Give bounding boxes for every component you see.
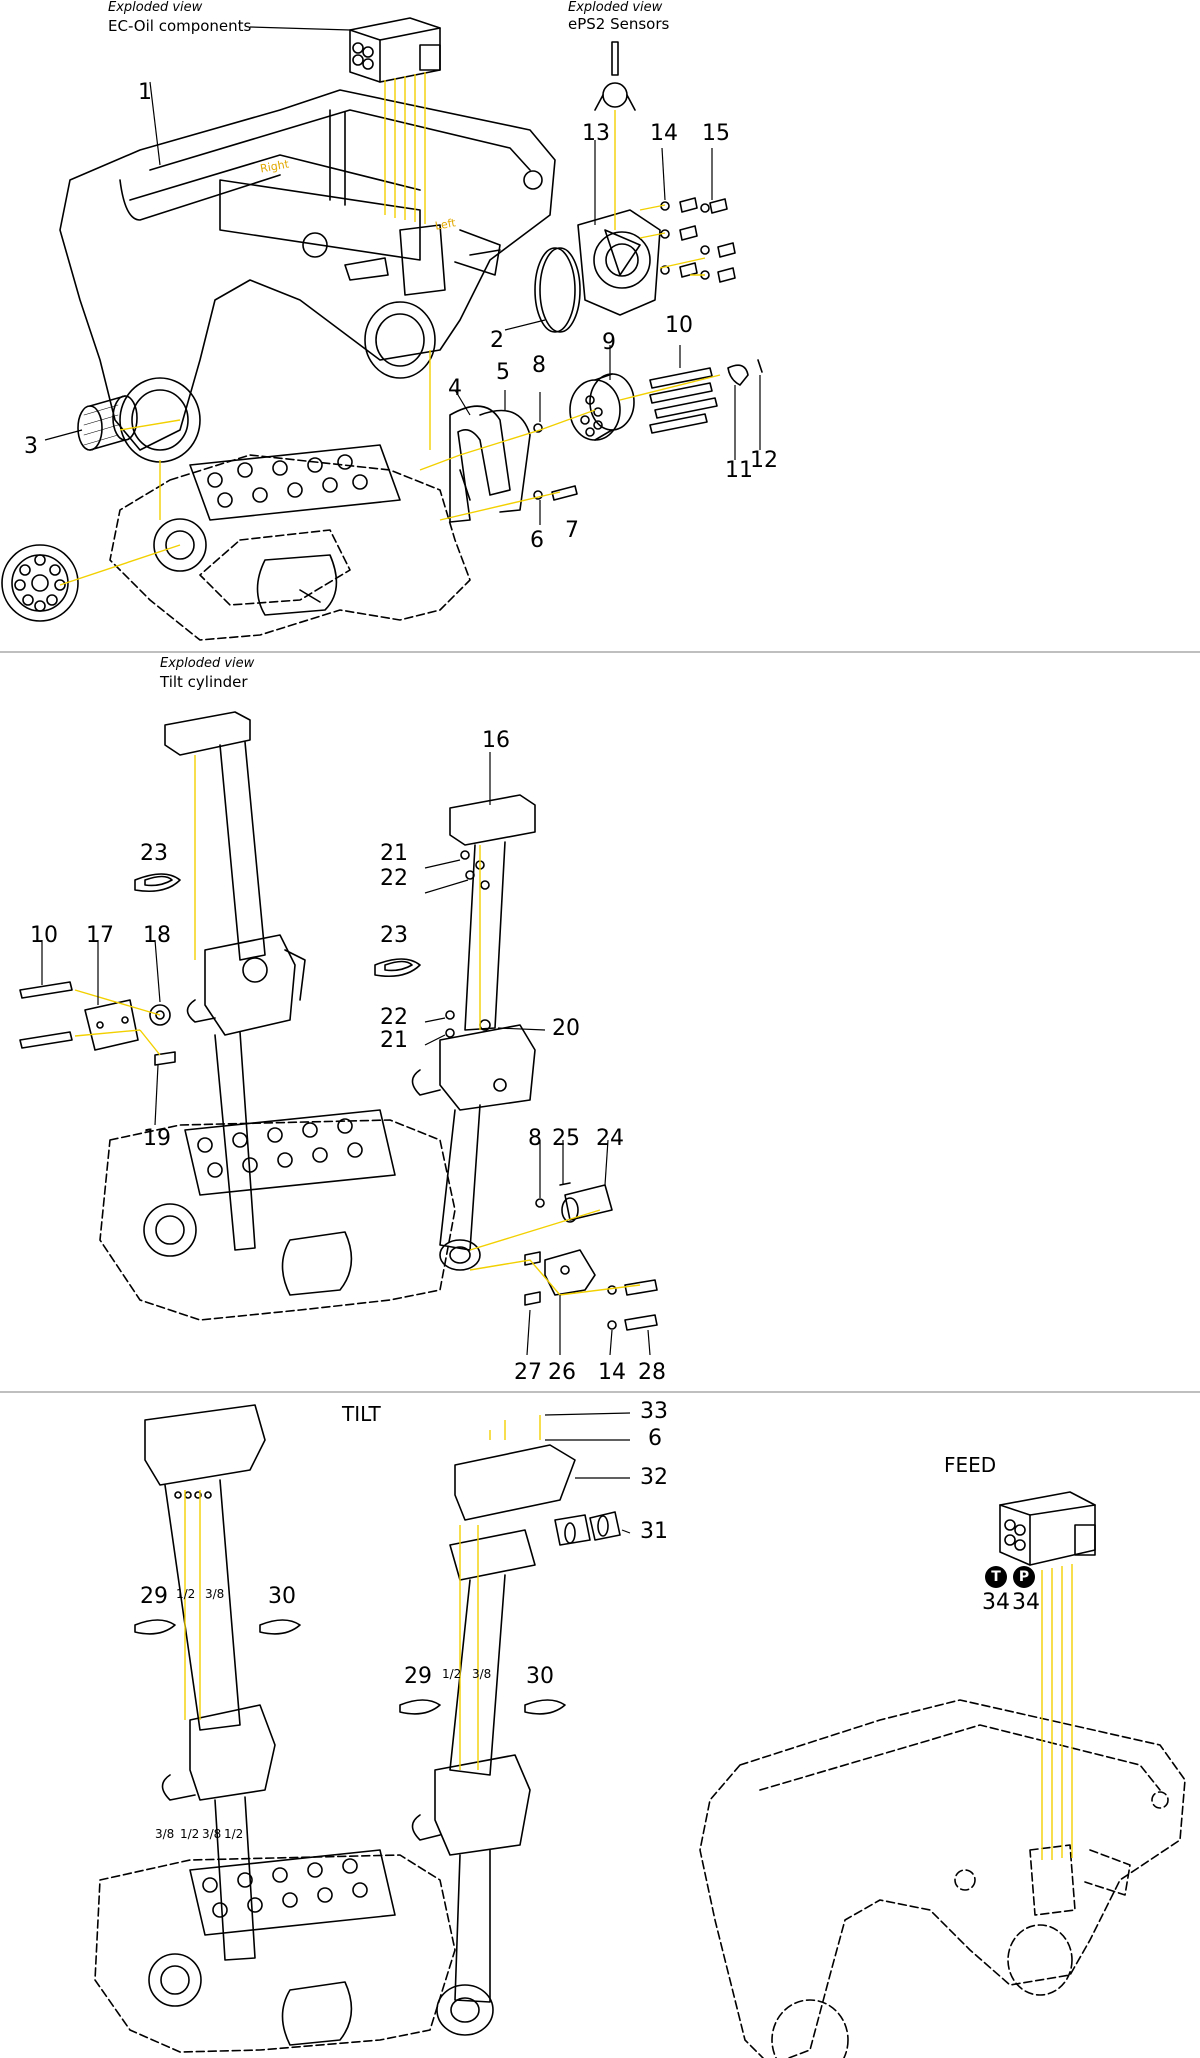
port-t-badge: T (985, 1566, 1007, 1588)
size-label-right-2: 3/8 (472, 1667, 492, 1681)
caption-eps2: ePS2 Sensors (568, 15, 670, 33)
ec-oil-module (349, 17, 441, 83)
valve-block-mid (99, 1119, 456, 1321)
caption-tilt-cylinder: Tilt cylinder (160, 673, 248, 691)
caption-exploded-view-3: Exploded view (160, 656, 255, 671)
callout-5: 5 (496, 360, 510, 385)
callout-32: 32 (640, 1465, 668, 1490)
callout-8-mid: 8 (528, 1126, 542, 1151)
callout-15: 15 (702, 121, 730, 146)
callout-33: 33 (640, 1399, 668, 1424)
callout-3: 3 (24, 434, 38, 459)
callout-8: 8 (532, 353, 546, 378)
bolts-10 (649, 367, 718, 434)
shackle (449, 405, 531, 523)
caption-ec-oil: EC-Oil components (108, 17, 252, 35)
callout-22-bottom: 22 (380, 1005, 408, 1030)
callout-23-left: 23 (140, 841, 168, 866)
eps2-sensor (594, 41, 636, 111)
callout-26: 26 (548, 1360, 576, 1385)
callout-4: 4 (448, 376, 462, 401)
callout-31: 31 (640, 1519, 668, 1544)
cover-plate-13 (577, 209, 661, 316)
bracket-17 (19, 981, 176, 1066)
size-label-block-1: 3/8 (155, 1827, 175, 1841)
callout-21-bottom: 21 (380, 1028, 408, 1053)
callout-6: 6 (530, 528, 544, 553)
section-title-tilt: TILT (342, 1402, 381, 1426)
callout-17: 17 (86, 923, 114, 948)
feed-bracket (699, 1699, 1186, 2058)
callout-20: 20 (552, 1016, 580, 1041)
caption-exploded-view-1: Exploded view (108, 0, 203, 15)
callout-14-mid: 14 (598, 1360, 626, 1385)
fasteners-row (660, 197, 736, 283)
callout-12: 12 (750, 448, 778, 473)
valve-block-top (109, 454, 471, 641)
gaskets-29-30 (134, 1619, 566, 1715)
section-title-feed: FEED (944, 1453, 997, 1477)
callout-29-right: 29 (404, 1664, 432, 1689)
tilt-right-bottom (411, 1444, 576, 2036)
callout-13: 13 (582, 121, 610, 146)
callout-10-mid: 10 (30, 923, 58, 948)
hub-9 (569, 373, 635, 441)
callout-24: 24 (596, 1126, 624, 1151)
caption-exploded-view-2: Exploded view (568, 0, 663, 15)
callout-14: 14 (650, 121, 678, 146)
callout-28: 28 (638, 1360, 666, 1385)
callout-27: 27 (514, 1360, 542, 1385)
callout-9: 9 (602, 330, 616, 355)
callout-29-left: 29 (140, 1584, 168, 1609)
main-bracket (59, 89, 556, 463)
callout-21-top: 21 (380, 841, 408, 866)
callout-34-p: 34 (1012, 1590, 1040, 1615)
valve-block-bottom-fittings (189, 1849, 396, 1936)
callout-22-top: 22 (380, 866, 408, 891)
coupling-31 (554, 1511, 621, 1546)
callout-10: 10 (665, 313, 693, 338)
callout-6-bottom: 6 (648, 1426, 662, 1451)
motor-disc (1, 544, 79, 622)
bushing (77, 395, 138, 451)
size-label-block-2: 1/2 (180, 1827, 200, 1841)
callout-25: 25 (552, 1126, 580, 1151)
callout-11: 11 (725, 458, 753, 483)
feed-module (999, 1491, 1096, 1566)
callout-34-t: 34 (982, 1590, 1010, 1615)
callout-30-right: 30 (526, 1664, 554, 1689)
size-label-block-4: 1/2 (224, 1827, 244, 1841)
callout-19: 19 (143, 1126, 171, 1151)
tilt-cylinder-left (164, 711, 306, 1251)
ring-2 (534, 247, 581, 333)
size-label-left-1: 1/2 (176, 1587, 196, 1601)
callout-2: 2 (490, 328, 504, 353)
callout-30-left: 30 (268, 1584, 296, 1609)
valve-block-bottom (94, 1854, 456, 2053)
callout-16: 16 (482, 728, 510, 753)
size-label-block-3: 3/8 (202, 1827, 222, 1841)
valve-block-mid-fittings (184, 1109, 396, 1196)
size-label-right-1: 1/2 (442, 1667, 462, 1681)
tilt-left-bottom (144, 1404, 276, 1961)
callout-7: 7 (565, 518, 579, 543)
callout-18: 18 (143, 923, 171, 948)
fittings-21-22 (445, 850, 491, 1038)
size-label-left-2: 3/8 (205, 1587, 225, 1601)
valve-block-fittings (189, 444, 401, 521)
gaskets-23 (134, 873, 421, 978)
port-p-badge: P (1013, 1566, 1035, 1588)
callout-1: 1 (138, 80, 152, 105)
pin-24-26 (524, 1182, 658, 1331)
callout-23-right: 23 (380, 923, 408, 948)
